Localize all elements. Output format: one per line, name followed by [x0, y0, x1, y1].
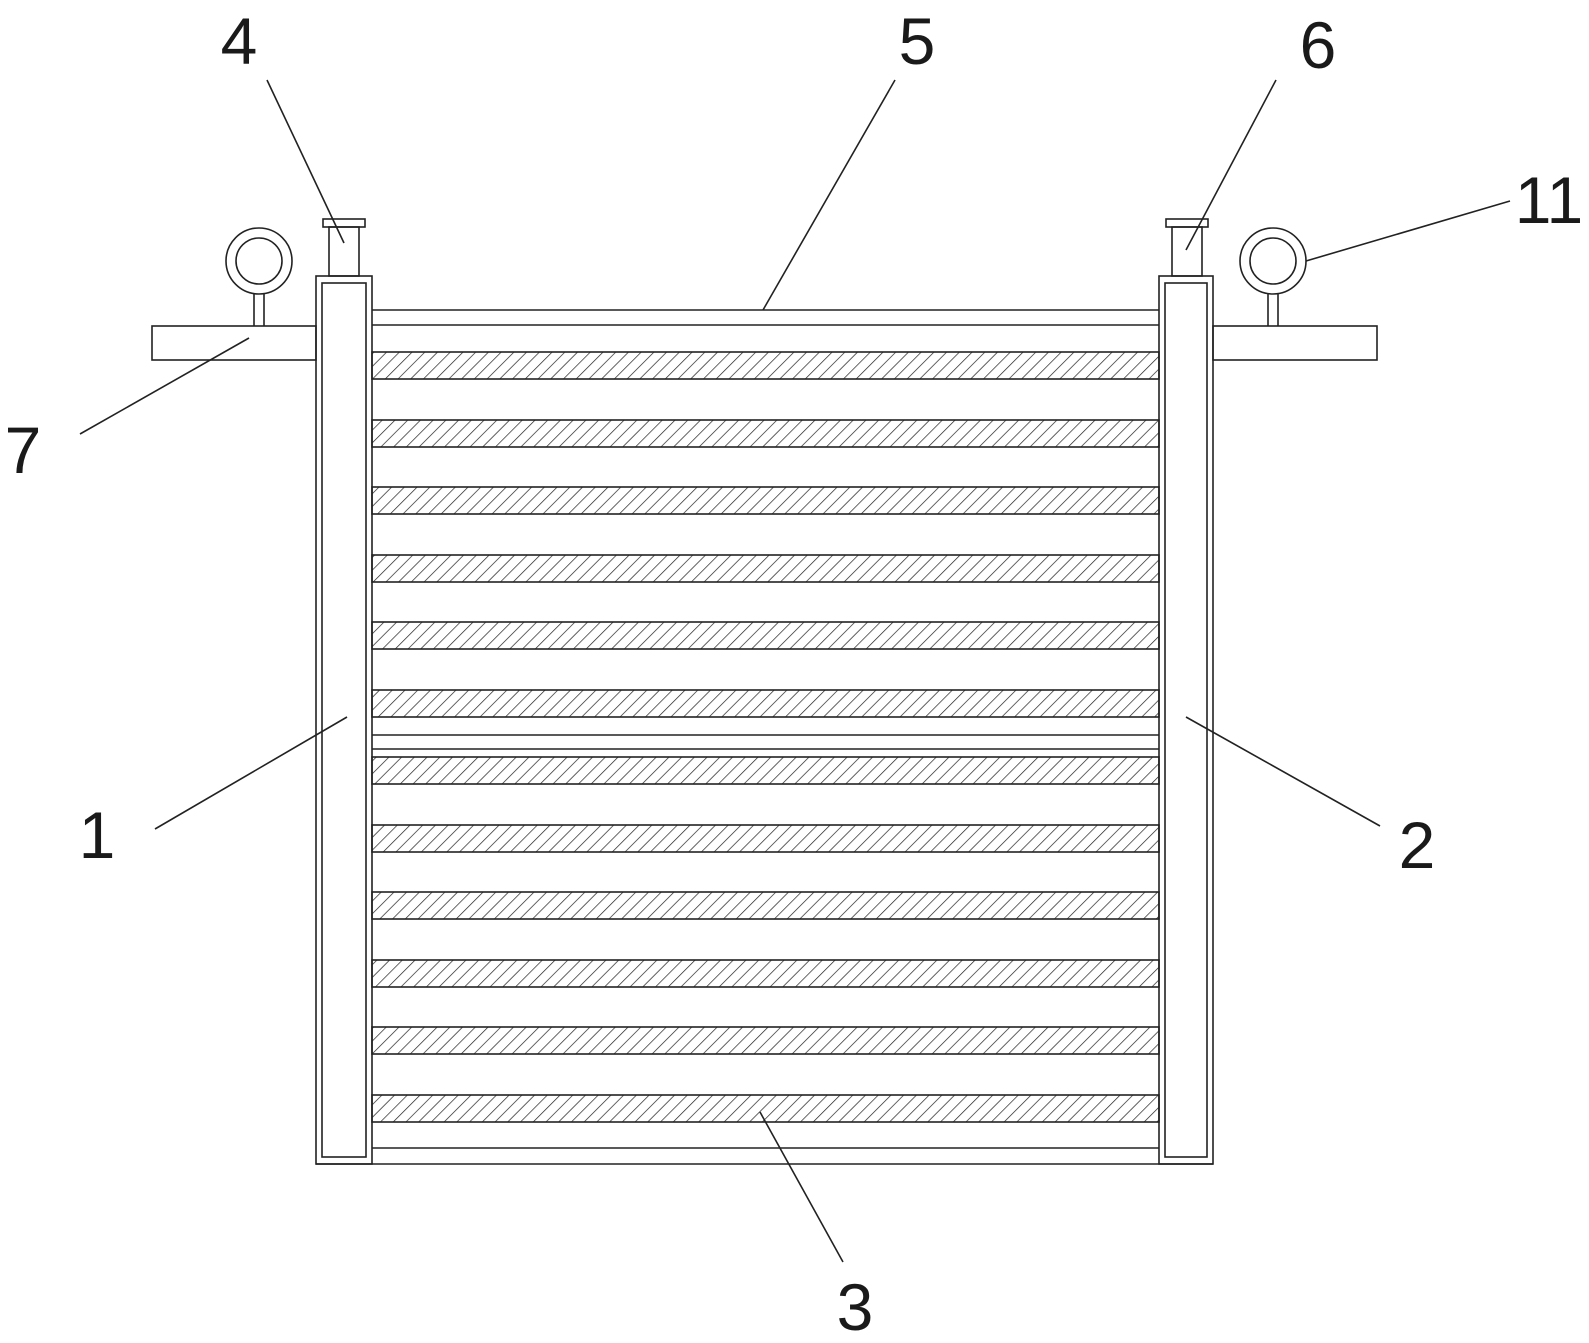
label-inlet-pipe: 4 — [221, 4, 258, 78]
tube-bank — [371, 351, 1160, 1123]
leader-line-6 — [1185, 79, 1277, 251]
right-header — [1158, 275, 1214, 1165]
leader-line-11 — [1305, 200, 1511, 262]
tube — [371, 1094, 1160, 1123]
left-header — [315, 275, 373, 1165]
mounting-bar-left — [151, 325, 317, 361]
tube — [371, 891, 1160, 920]
lifting-ring-left — [225, 227, 293, 326]
tube — [371, 756, 1160, 785]
leader-line-1 — [154, 716, 348, 830]
label-right-header: 2 — [1399, 808, 1436, 882]
tube — [371, 419, 1160, 448]
tube — [371, 486, 1160, 515]
leader-line-4 — [266, 79, 345, 244]
leader-line-3 — [759, 1111, 844, 1263]
label-left-header: 1 — [79, 798, 116, 872]
leader-line-2 — [1185, 716, 1381, 827]
label-outlet-pipe: 6 — [1300, 8, 1337, 82]
tube — [371, 1026, 1160, 1055]
tube — [371, 351, 1160, 380]
mounting-bar-right — [1212, 325, 1378, 361]
label-lifting-ring: 11 — [1515, 163, 1584, 237]
label-mounting-bar: 7 — [5, 413, 42, 487]
tube — [371, 959, 1160, 988]
tube — [371, 689, 1160, 718]
tube — [371, 621, 1160, 650]
leader-line-7 — [79, 337, 250, 435]
leader-lines — [79, 79, 1511, 1263]
side-plate-bottom — [316, 1147, 1213, 1165]
middle-divider — [372, 734, 1159, 750]
tube — [371, 554, 1160, 583]
label-tube: 3 — [837, 1270, 874, 1343]
leader-line-5 — [762, 79, 896, 311]
side-plate-top — [372, 309, 1159, 326]
lifting-ring-right — [1239, 227, 1307, 326]
label-side-plate: 5 — [899, 4, 936, 78]
tube — [371, 824, 1160, 853]
inlet-pipe — [322, 218, 366, 277]
